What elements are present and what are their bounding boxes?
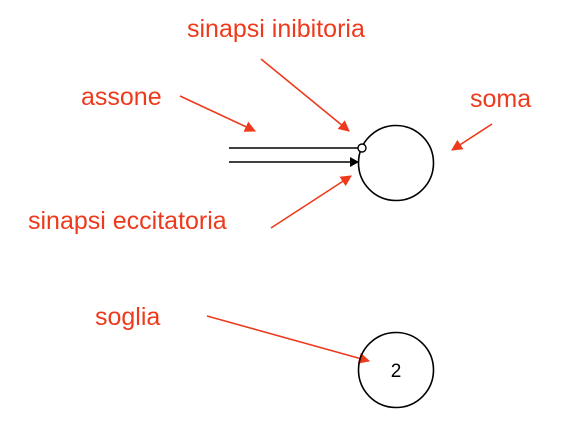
- label-axon: assone: [81, 83, 162, 111]
- threshold-circle: [357, 331, 435, 409]
- excitatory-arrowhead-icon: [350, 157, 359, 167]
- arrow-threshold: [206, 315, 371, 364]
- label-soma: soma: [470, 85, 531, 113]
- arrow-excitatory-synapse: [270, 175, 352, 229]
- soma-circle: [357, 124, 435, 202]
- inhibitory-synapse-circle-icon: [357, 143, 367, 153]
- arrow-inhibitory-synapse: [260, 58, 350, 132]
- arrow-axon: [179, 95, 257, 132]
- arrow-soma: [451, 123, 493, 151]
- label-excitatory-synapse: sinapsi eccitatoria: [28, 207, 227, 235]
- label-inhibitory-synapse: sinapsi inibitoria: [187, 15, 365, 43]
- label-threshold: soglia: [95, 303, 160, 331]
- threshold-value: 2: [391, 361, 402, 382]
